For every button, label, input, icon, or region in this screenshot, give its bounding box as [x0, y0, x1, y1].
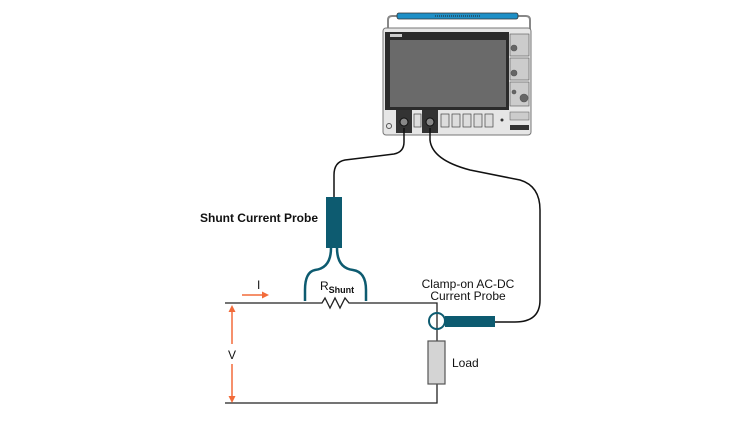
clamp-current-probe — [445, 316, 495, 327]
shunt-probe-lead-right — [335, 247, 368, 301]
clamp-jaw — [428, 312, 446, 330]
shunt-probe-cable — [333, 128, 405, 197]
load-label: Load — [452, 356, 479, 370]
shunt-current-probe — [326, 197, 342, 248]
shunt-probe-lead-left — [303, 247, 333, 301]
current-label: I — [257, 278, 260, 292]
clamp-probe-cable — [429, 128, 541, 323]
scope-control-panel — [509, 33, 530, 107]
oscilloscope — [382, 12, 532, 136]
load — [427, 340, 446, 385]
clamp-probe-label-1: Clamp-on AC-DC — [422, 277, 515, 291]
clamp-probe-label-2: Current Probe — [430, 289, 506, 303]
voltage-label: V — [228, 348, 236, 362]
circuit-wires — [225, 296, 438, 404]
shunt-probe-label: Shunt Current Probe — [200, 211, 318, 225]
voltage-arrow — [228, 305, 236, 403]
channel-inputs — [413, 113, 494, 128]
scope-screen — [390, 40, 506, 107]
resistor-label: RShunt — [320, 279, 354, 295]
current-arrow — [242, 291, 269, 299]
